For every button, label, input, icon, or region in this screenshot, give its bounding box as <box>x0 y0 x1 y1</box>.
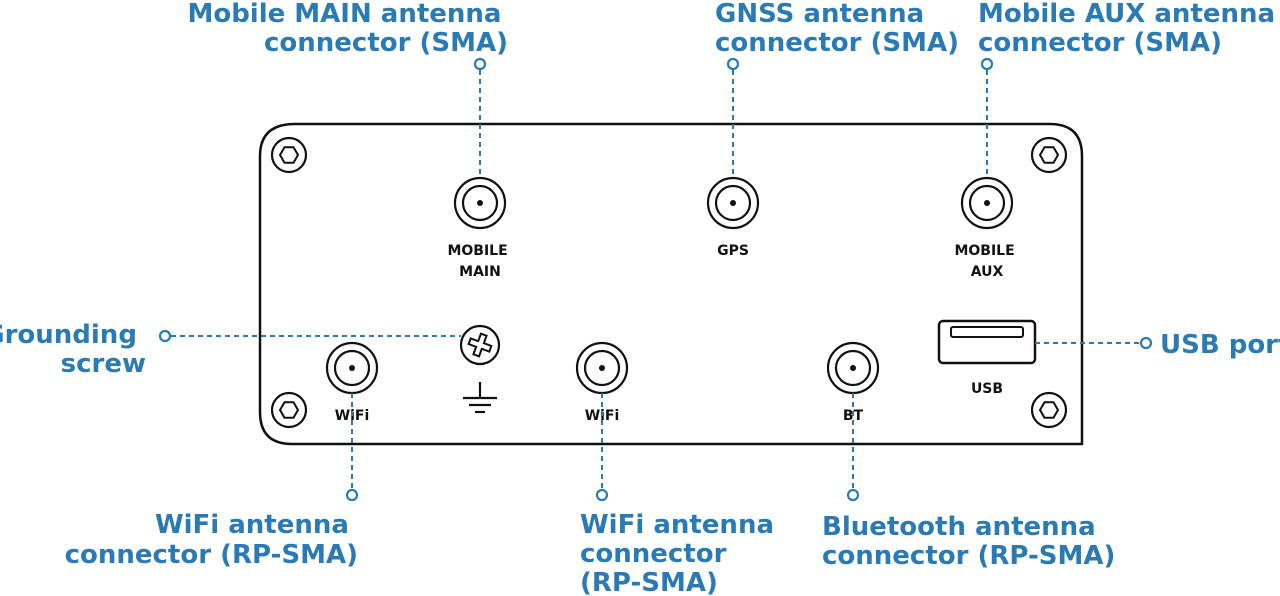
port-label-usb: USB <box>971 381 1003 397</box>
leader-dot <box>980 57 994 71</box>
phillips-screw-icon <box>459 324 501 366</box>
leader-dot <box>1139 336 1153 350</box>
callout-usb: USB port <box>1160 330 1280 360</box>
leader-dot <box>473 57 487 71</box>
leader-dot <box>595 488 609 502</box>
device-panel-outline <box>258 122 1084 446</box>
leader-dot <box>846 488 860 502</box>
gps-connector <box>706 176 760 230</box>
callout-gnss: GNSS antenna connector (SMA) <box>715 0 959 58</box>
wifi-center-connector <box>575 341 629 395</box>
leader-dot <box>345 488 359 502</box>
hex-screw-icon <box>270 391 308 429</box>
mobile-aux-connector <box>960 176 1014 230</box>
mobile-main-connector <box>453 176 507 230</box>
leader-dot <box>158 329 172 343</box>
bt-connector <box>826 341 880 395</box>
callout-wifi-center: WiFi antenna connector (RP-SMA) <box>580 510 783 596</box>
callout-grounding: Grounding screw <box>0 320 146 379</box>
hex-screw-icon <box>1030 391 1068 429</box>
callout-mobile-main: Mobile MAIN antenna connector (SMA) <box>187 0 510 58</box>
port-label-mobile-aux: MOBILE AUX <box>954 243 1019 280</box>
hex-screw-icon <box>1030 136 1068 174</box>
hex-screw-icon <box>270 136 308 174</box>
callout-mobile-aux: Mobile AUX antenna connector (SMA) <box>978 0 1280 58</box>
callout-wifi-left: WiFi antenna connector (RP-SMA) <box>65 510 358 570</box>
leader-dot <box>726 57 740 71</box>
port-label-gps: GPS <box>717 243 749 259</box>
ground-symbol-icon <box>463 382 497 414</box>
callout-bluetooth: Bluetooth antenna connector (RP-SMA) <box>822 512 1115 571</box>
wifi-left-connector <box>325 341 379 395</box>
port-label-mobile-main: MOBILE MAIN <box>447 243 512 280</box>
